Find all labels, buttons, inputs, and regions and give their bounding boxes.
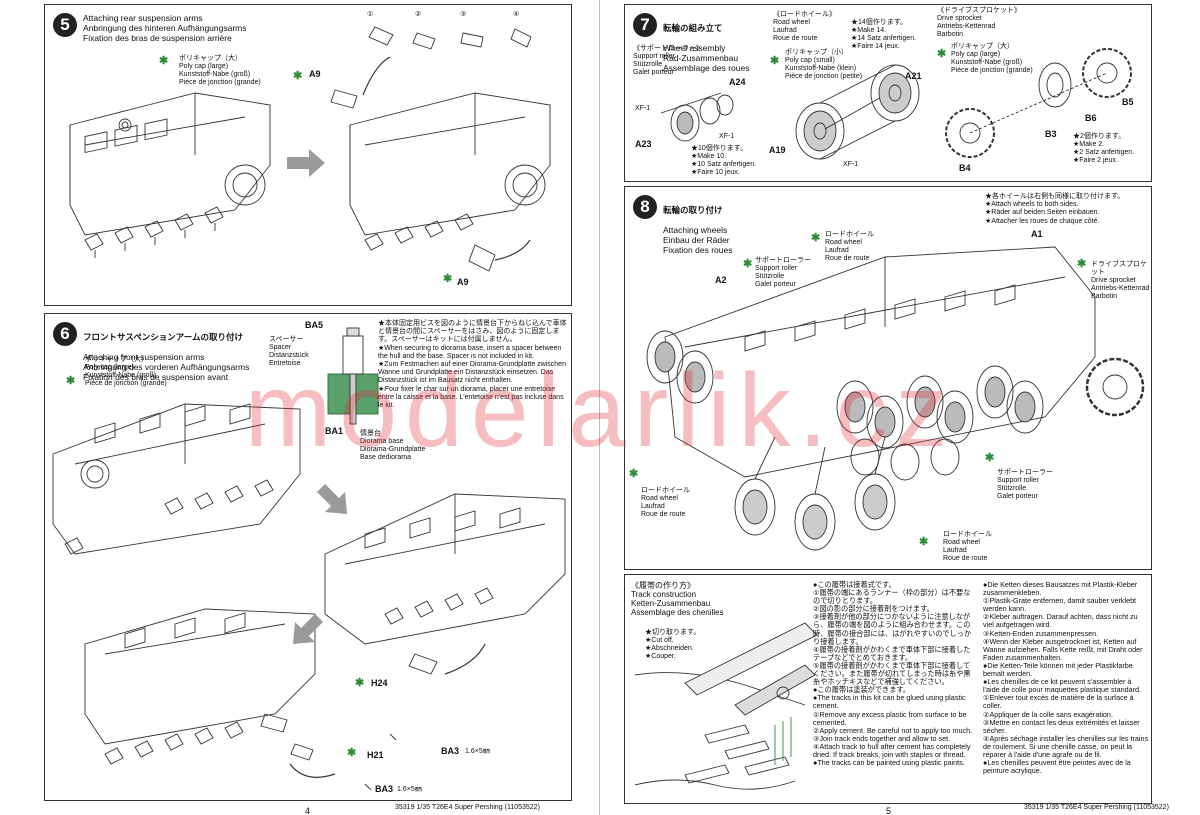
track-illustration (634, 622, 818, 790)
cement-icon: ✱ (743, 258, 753, 270)
cement-icon: ✱ (629, 468, 639, 480)
step-6-title-jp: フロントサスペンションアームの取り付け (83, 332, 243, 342)
paint-xf1-c: XF-1 (843, 161, 859, 168)
part-b3: B3 (1045, 129, 1057, 139)
cement-icon: ✱ (811, 232, 821, 244)
step-8-number: 8 (633, 195, 657, 219)
diorama-base-label: 情景台 Diorama base Diorama-Grundplatte Bas… (360, 430, 426, 461)
sprocket-qty: ★2個作ります。 ★Make 2. ★2 Satz anfertigen. ★F… (1073, 133, 1135, 164)
cement-icon: ✱ (937, 48, 947, 60)
screw-size-a: 1.6×5㎜ (465, 748, 490, 755)
step-8-panel: 8 転輪の取り付け Attaching wheels Einbau der Rä… (624, 186, 1152, 570)
step-6-hull-illustration (52, 327, 566, 791)
part-ba1: BA1 (325, 426, 344, 436)
paint-xf1-a: XF-1 (635, 105, 651, 112)
cement-icon: ✱ (985, 452, 995, 464)
part-a21: A21 (905, 71, 922, 81)
screw-size-b: 1.6×5㎜ (397, 786, 422, 793)
support-roller-bottom-label: サポートローラー Support roller Stützrolle Galet… (997, 469, 1053, 500)
road-wheel-top-label: ロードホイール Road wheel Laufrad Roue de route (825, 231, 874, 262)
cement-icon: ✱ (355, 677, 365, 689)
diorama-note: ★本体固定用ビスを図のように情景台下からねじ込んで車体と情景台の間にスペーサーを… (378, 320, 567, 410)
step-6-title-text: Attaching front suspension arms Anbringu… (83, 352, 250, 382)
step-5-panel: 5 Attaching rear suspension arms Anbring… (44, 4, 572, 306)
step-7-number: 7 (633, 13, 657, 37)
step-8-title: 転輪の取り付け Attaching wheels Einbau der Räde… (663, 195, 732, 255)
cut-off-note: ★切り取ります。 ★Cut off. ★Abschneiden. ★Couper… (645, 629, 701, 660)
step-6-number: 6 (53, 322, 77, 346)
step-7-title-text: Wheel assembly Rad-Zusammenbau Assemblag… (663, 43, 750, 73)
track-instructions-col2: ●Die Ketten dieses Bausatzes mit Plastik… (983, 580, 1149, 776)
spacer-label: スペーサー Spacer Distanzstück Entretoise (269, 336, 309, 367)
track-instructions-col1: ●この履帯は接着式です。 ①履帯の端にあるランナー（枠の部分）は不要なので切りと… (813, 580, 973, 768)
drive-sprocket-label: 《ドライブスプロケット》 Drive sprocket Antriebs-Ket… (937, 7, 1021, 38)
left-page: 5 Attaching rear suspension arms Anbring… (44, 0, 600, 815)
support-roller-qty: ★10個作ります。 ★Make 10. ★10 Satz anfertigen.… (691, 145, 757, 176)
part-b5: B5 (1122, 97, 1134, 107)
part-a24: A24 (729, 77, 746, 87)
paint-xf1-b: XF-1 (719, 133, 735, 140)
track-panel: 《履帯の作り方》 Track construction Ketten-Zusam… (624, 574, 1152, 804)
step-6-title: フロントサスペンションアームの取り付け Attaching front susp… (83, 322, 249, 382)
track-title: 《履帯の作り方》 Track construction Ketten-Zusam… (631, 581, 724, 617)
cement-icon: ✱ (293, 70, 303, 82)
poly-cap-small-label: ポリキャップ（小） Poly cap (small) Kunststoff-Na… (785, 49, 863, 80)
part-b4: B4 (959, 163, 971, 173)
road-wheel-bottom-label: ロードホイール Road wheel Laufrad Roue de route (943, 531, 992, 562)
step-8-title-text: Attaching wheels Einbau der Räder Fixati… (663, 225, 733, 255)
drive-sprocket-label: ドライブスプロケット Drive sprocket Antriebs-Kette… (1091, 261, 1150, 300)
cement-icon: ✱ (919, 536, 929, 548)
step-7-title: 転輪の組み立て Wheel assembly Rad-Zusammenbau A… (663, 13, 749, 73)
cement-icon: ✱ (66, 375, 76, 387)
support-roller-label: 《サポートローラー》 Support roller Stützrolle Gal… (633, 45, 703, 76)
circle-label-4: ④ (513, 11, 520, 18)
part-ba3-a: BA3 (441, 746, 460, 756)
cement-icon: ✱ (443, 273, 453, 285)
poly-cap-large-label: ポリキャップ（大） Poly cap (large) Kunststoff-Na… (179, 55, 261, 86)
step-7-wheel-illustration (660, 48, 1132, 160)
cement-icon: ✱ (1077, 258, 1087, 270)
left-footer: 35319 1/35 T26E4 Super Pershing (1105352… (395, 804, 540, 811)
poly-cap-large-label: ポリキャップ（大） Poly cap (large) Kunststoff-Na… (951, 43, 1033, 74)
right-footer: 35319 1/35 T26E4 Super Pershing (1105352… (1024, 804, 1169, 811)
part-b6: B6 (1085, 113, 1097, 123)
step-5-number: 5 (53, 13, 77, 37)
part-ba5: BA5 (305, 320, 324, 330)
step-7-panel: 7 転輪の組み立て Wheel assembly Rad-Zusammenbau… (624, 4, 1152, 182)
step-5-title: Attaching rear suspension arms Anbringun… (83, 13, 247, 43)
cement-icon: ✱ (347, 747, 357, 759)
part-a9-bottom: A9 (457, 277, 469, 287)
step-7-title-jp: 転輪の組み立て (663, 23, 723, 33)
part-ba3-b: BA3 (375, 784, 394, 794)
part-h24: H24 (371, 678, 388, 688)
circle-label-3: ③ (460, 11, 467, 18)
part-a19: A19 (769, 145, 786, 155)
step-6-panel: 6 フロントサスペンションアームの取り付け Attaching front su… (44, 313, 572, 801)
attach-both-sides-note: ★各ホイールは右側も同様に取り付けます。 ★Attach wheels to b… (985, 193, 1125, 225)
part-h21: H21 (367, 750, 384, 760)
right-page-number: 5 (886, 806, 892, 815)
circle-label-2: ② (415, 11, 422, 18)
part-a23: A23 (635, 139, 652, 149)
road-wheel-qty: ★14個作ります。 ★Make 14. ★14 Satz anfertigen.… (851, 19, 917, 50)
step-5-hull-illustration (69, 26, 551, 272)
cement-icon: ✱ (159, 55, 169, 67)
support-roller-top-label: サポートローラー Support roller Stützrolle Galet… (755, 257, 811, 288)
right-page: 7 転輪の組み立て Wheel assembly Rad-Zusammenbau… (600, 0, 1200, 815)
step-8-title-jp: 転輪の取り付け (663, 205, 723, 215)
circle-label-1: ① (367, 11, 374, 18)
part-a9-top: A9 (309, 69, 321, 79)
road-wheel-label: 《ロードホイール》 Road wheel Laufrad Roue de rou… (773, 11, 836, 42)
road-wheel-left-label: ロードホイール Road wheel Laufrad Roue de route (641, 487, 690, 518)
part-a1: A1 (1031, 229, 1043, 239)
part-a2: A2 (715, 275, 727, 285)
left-page-number: 4 (305, 806, 311, 815)
step-8-hull-illustration (646, 246, 1145, 551)
cement-icon: ✱ (770, 55, 780, 67)
poly-cap-large-label: ポリキャップ（大） Poly cap (large) Kunststoff-Na… (85, 356, 167, 387)
